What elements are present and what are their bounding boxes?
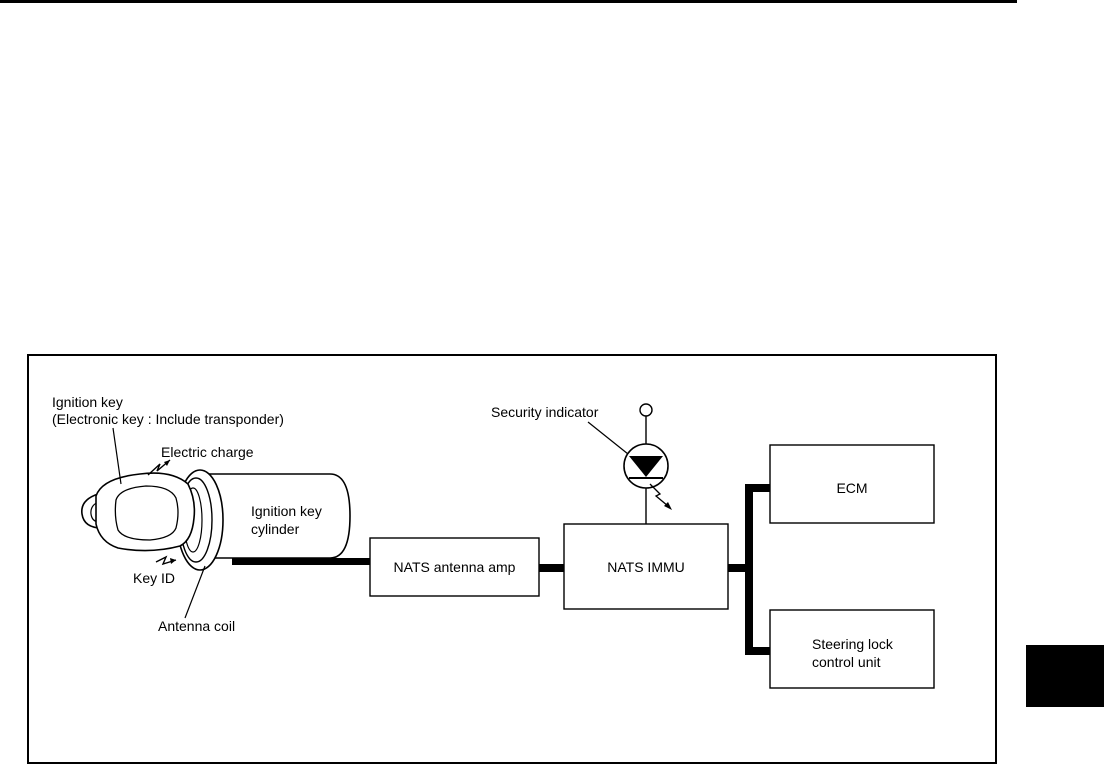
steering-lock-block (769, 609, 935, 689)
nats-antenna-amp-label: NATS antenna amp (394, 559, 516, 575)
section-tab (1026, 645, 1104, 707)
ecm-label: ECM (836, 480, 867, 496)
ignition-key-cylinder (197, 473, 351, 559)
ignition-key-leader (112, 427, 122, 485)
antenna-coil-label: Antenna coil (158, 618, 235, 634)
nats-immu-block (563, 523, 729, 610)
nats-antenna-amp-block (369, 537, 540, 597)
security-indicator-label: Security indicator (491, 404, 599, 420)
ignition-key-note: (Electronic key : Include transponder) (52, 411, 284, 427)
steering-lock-label-line2: control unit (812, 654, 881, 670)
electric-charge-bolt-icon (147, 459, 171, 476)
ignition-key-label: Ignition key (52, 394, 123, 410)
signal-wires (232, 484, 770, 655)
ignition-key-fob (81, 472, 196, 552)
security-indicator-leader (587, 421, 629, 455)
electric-charge-label: Electric charge (161, 444, 254, 460)
antenna-coil-leader (184, 565, 206, 619)
top-rule (0, 0, 1017, 3)
key-id-label: Key ID (133, 570, 175, 586)
ecm-block (769, 444, 935, 524)
security-indicator-led-icon (623, 403, 672, 524)
key-id-bolt-icon (155, 555, 177, 566)
nats-immu-label: NATS IMMU (607, 559, 685, 575)
steering-lock-label-line1: Steering lock (812, 636, 894, 652)
cylinder-label-line1: Ignition key (251, 503, 322, 519)
cylinder-label-line2: cylinder (251, 521, 300, 537)
